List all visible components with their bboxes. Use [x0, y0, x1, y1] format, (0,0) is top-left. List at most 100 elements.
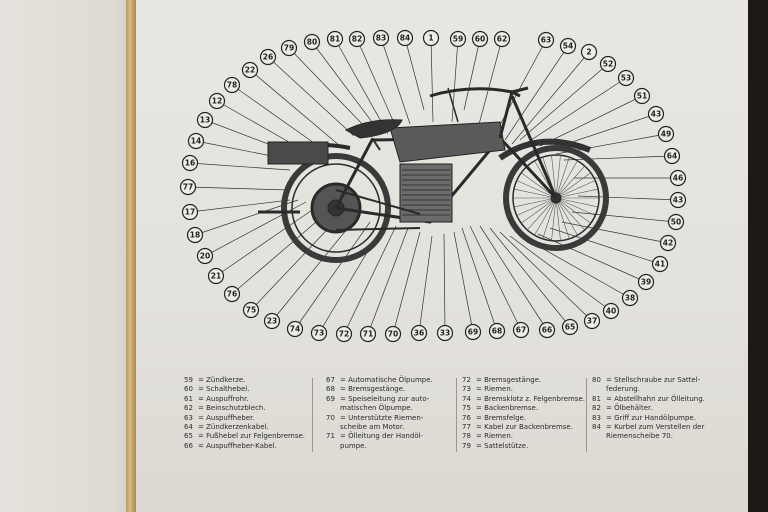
legend-number: 73 — [462, 385, 471, 394]
callout-circle — [242, 301, 260, 319]
callout-marker: 74 — [286, 320, 304, 338]
callout-circle — [181, 154, 199, 172]
legend-entry: Riemenscheibe 70. — [592, 432, 705, 441]
legend-text: = Zündkerzenkabel. — [198, 423, 269, 432]
legend-text: = Griff zur Handölpumpe. — [606, 413, 696, 422]
legend-text: = Bremsgestänge. — [476, 376, 542, 384]
background-edge — [748, 0, 768, 512]
callout-circle — [179, 178, 197, 196]
callout-circle — [372, 29, 390, 47]
front-fender — [498, 138, 592, 161]
callout-circle — [181, 203, 199, 221]
callout-number: 82 — [352, 35, 362, 44]
legend-number: 79 — [462, 441, 471, 450]
callout-number: 76 — [227, 290, 237, 299]
leader-line — [267, 56, 355, 137]
callout-marker: 75 — [242, 301, 260, 319]
callout-circle — [561, 318, 579, 336]
legend-column-4: 80= Stellschraube zur Sattel-federung.81… — [592, 376, 705, 442]
legend-entry: 71= Ölleitung der Handöl- — [326, 432, 433, 441]
callout-marker: 84 — [396, 29, 414, 47]
callout-number: 67 — [516, 326, 526, 335]
callout-marker: 82 — [348, 30, 366, 48]
legend-number: 82 — [592, 404, 601, 413]
leader-line — [549, 227, 661, 265]
callout-circle — [348, 30, 366, 48]
callout-marker: 59 — [449, 30, 467, 48]
rear-carrier-bag — [267, 141, 329, 165]
legend-entry: 65= Fußhebel zur Felgenbremse. — [184, 432, 305, 441]
callout-circle — [637, 273, 655, 291]
legend-entry: 78= Riemen. — [462, 432, 585, 441]
callout-marker: 18 — [186, 226, 204, 244]
legend-text: = Automatische Ölpumpe. — [340, 376, 433, 384]
leader-line — [463, 38, 481, 111]
legend-entry: 67 = Automatische Ölpumpe. — [326, 376, 433, 385]
leader-line — [294, 221, 371, 330]
callout-circle — [384, 325, 402, 343]
legend-entry: 81= Abstellhahn zur Ölleitung. — [592, 395, 705, 404]
callout-number: 77 — [183, 183, 193, 192]
callout-circle — [335, 325, 353, 343]
leader-line — [418, 235, 433, 334]
callout-marker: 81 — [326, 30, 344, 48]
callout-number: 54 — [563, 42, 573, 51]
leader-line — [311, 41, 379, 131]
callout-circle — [259, 48, 277, 66]
callout-number: 53 — [621, 74, 631, 83]
legend-text: = Beinschutzblech. — [198, 404, 266, 413]
legend-text: pumpe. — [340, 441, 367, 450]
callout-marker: 20 — [196, 247, 214, 265]
callout-circle — [396, 29, 414, 47]
legend-number: 83 — [592, 413, 601, 422]
fuel-tank — [389, 121, 506, 163]
legend-number: 66 — [184, 441, 193, 450]
callout-marker: 54 — [559, 37, 577, 55]
legend-entry: pumpe. — [326, 442, 433, 451]
legend-text: = Zündkerze. — [198, 376, 246, 384]
callout-marker: 42 — [659, 234, 677, 252]
engine — [399, 163, 453, 223]
legend-text: federung. — [606, 385, 640, 394]
legend-number: 81 — [592, 394, 601, 403]
handlebar — [429, 86, 529, 98]
legend-number: 62 — [184, 404, 193, 413]
left-page — [0, 0, 140, 512]
callout-marker: 40 — [602, 302, 620, 320]
leader-line — [571, 211, 677, 223]
leader-line — [187, 186, 289, 191]
callout-marker: 65 — [561, 318, 579, 336]
legend-entry: 64= Zündkerzenkabel. — [184, 423, 305, 432]
legend-text: = Stellschraube zur Sattel- — [606, 376, 701, 384]
callout-number: 68 — [492, 327, 502, 336]
callout-circle — [621, 289, 639, 307]
callout-number: 17 — [185, 208, 195, 217]
legend-entry: 59= Zündkerze. — [184, 376, 305, 385]
callout-number: 80 — [307, 38, 317, 47]
callout-number: 20 — [200, 252, 210, 261]
callout-circle — [422, 29, 440, 47]
leader-line — [356, 38, 399, 133]
leader-line — [215, 205, 319, 277]
callout-marker: 50 — [667, 213, 685, 231]
legend-number: 67 — [326, 376, 335, 384]
callout-number: 46 — [673, 174, 683, 183]
legend-entry: 66= Auspuffheber-Kabel. — [184, 442, 305, 451]
leader-line — [194, 199, 299, 236]
legend-text: = Riemen. — [476, 385, 513, 394]
legend-text: = Ölleitung der Handöl- — [340, 432, 424, 441]
book-spine — [126, 0, 136, 512]
legend-number: 70 — [326, 413, 335, 422]
legend-entry: 82= Ölbehälter. — [592, 404, 705, 413]
callout-number: 41 — [655, 260, 665, 269]
callout-marker: 41 — [651, 255, 669, 273]
leader-line — [489, 227, 571, 328]
legend-entry: 72= Bremsgestänge. — [462, 376, 585, 385]
legend-text: = Auspuffheber. — [198, 413, 255, 422]
callout-marker: 77 — [179, 178, 197, 196]
callout-marker: 68 — [488, 322, 506, 340]
callout-circle — [663, 147, 681, 165]
leader-line — [511, 51, 590, 145]
callout-circle — [464, 323, 482, 341]
